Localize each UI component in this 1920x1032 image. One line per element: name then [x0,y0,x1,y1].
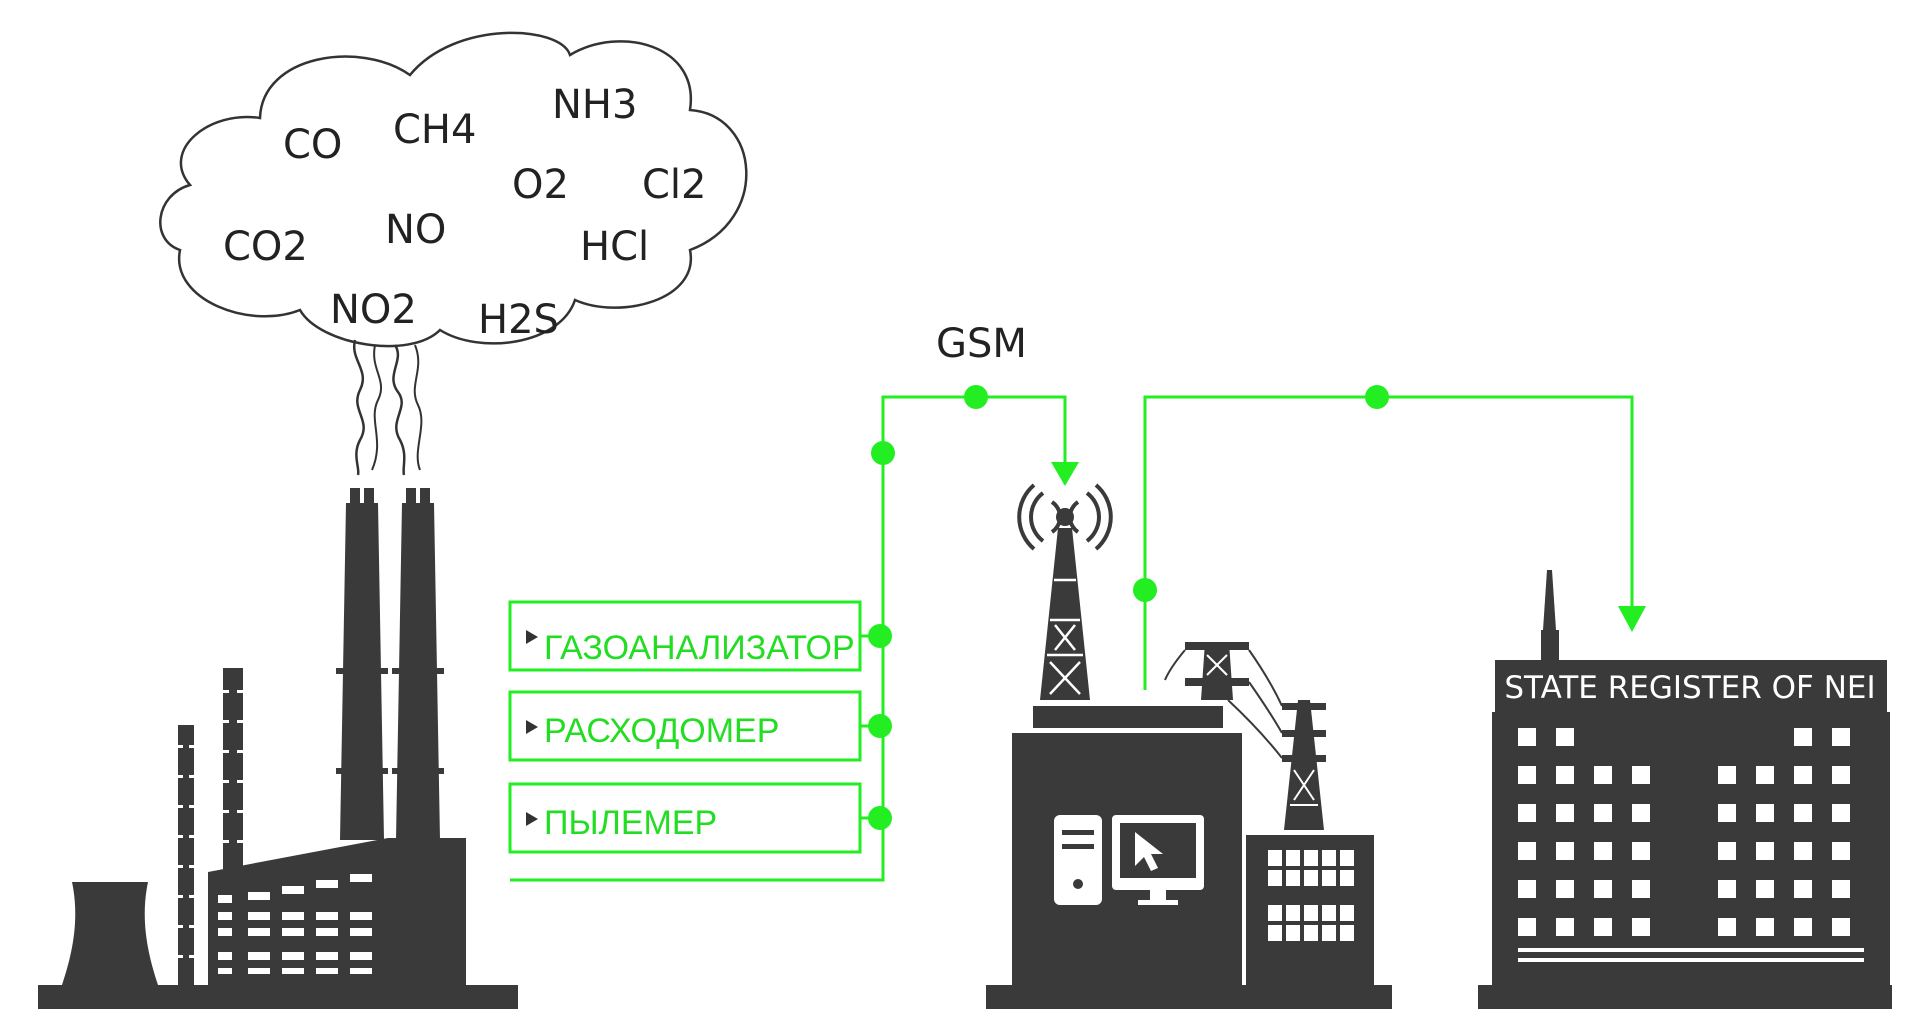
window [1832,766,1850,784]
arrow-heads [1051,462,1646,632]
window [1756,880,1774,898]
state-register-building [1478,570,1892,1009]
window [1718,804,1736,822]
window [1718,880,1736,898]
window [1518,728,1536,746]
monitoring-station [986,483,1392,1009]
window [1594,766,1612,784]
play-icon [526,630,538,644]
gas-h2s-label: H2S [478,297,559,343]
registry-title: STATE REGISTER OF NEI [1504,670,1875,706]
window [1718,842,1736,860]
window [1718,766,1736,784]
window [1518,766,1536,784]
gas-o2-label: O2 [512,162,569,208]
play-icon [526,812,538,826]
gas-co2-label: CO2 [223,224,308,270]
arrow-down-icon [1051,462,1079,486]
window [1832,842,1850,860]
gas-nh3-label: NH3 [552,82,637,128]
instrument-label-flowmeter: РАСХОДОМЕР [544,712,779,750]
factory-windows [218,874,372,974]
window [1632,842,1650,860]
window [1594,804,1612,822]
gas-cl2-label: Cl2 [642,162,707,208]
window [1756,766,1774,784]
window [1556,766,1574,784]
window [1518,918,1536,936]
window [1718,918,1736,936]
emission-cloud [159,31,748,476]
gas-no2-label: NO2 [330,287,417,333]
window [1794,766,1812,784]
window [1556,842,1574,860]
instrument-label-gas-analyzer: ГАЗОАНАЛИЗАТОР [544,629,855,667]
window [1632,880,1650,898]
window [1632,918,1650,936]
window [1832,728,1850,746]
gas-hcl-label: HCl [580,224,649,270]
window [1518,804,1536,822]
link-nodes [868,385,1389,830]
instrument-label-dust-meter: ПЫЛЕМЕР [544,804,717,842]
gas-no-label: NO [385,207,446,253]
window [1632,804,1650,822]
gas-ch4-label: CH4 [393,107,476,153]
factory-icon [38,488,518,1009]
link-label: GSM [936,321,1027,367]
window [1794,804,1812,822]
window [1832,804,1850,822]
window [1518,842,1536,860]
window [1832,880,1850,898]
window [1556,804,1574,822]
window [1756,918,1774,936]
window [1556,918,1574,936]
window [1756,842,1774,860]
window [1756,804,1774,822]
cursor-icon [1135,832,1163,871]
window [1794,728,1812,746]
computer-tower-icon [1054,815,1102,905]
window [1594,842,1612,860]
window [1518,880,1536,898]
registry-windows [1518,728,1850,936]
gas-co-label: CO [283,122,342,168]
signal-icon [1017,483,1113,551]
registry-base-lines [1518,948,1864,962]
window [1594,918,1612,936]
window [1556,728,1574,746]
window [1832,918,1850,936]
window [1594,880,1612,898]
window [1556,880,1574,898]
window [1794,918,1812,936]
play-icon [526,720,538,734]
window [1794,880,1812,898]
window [1794,842,1812,860]
arrow-down-icon [1618,606,1646,632]
antenna-tower-icon [1040,528,1090,700]
window [1632,766,1650,784]
